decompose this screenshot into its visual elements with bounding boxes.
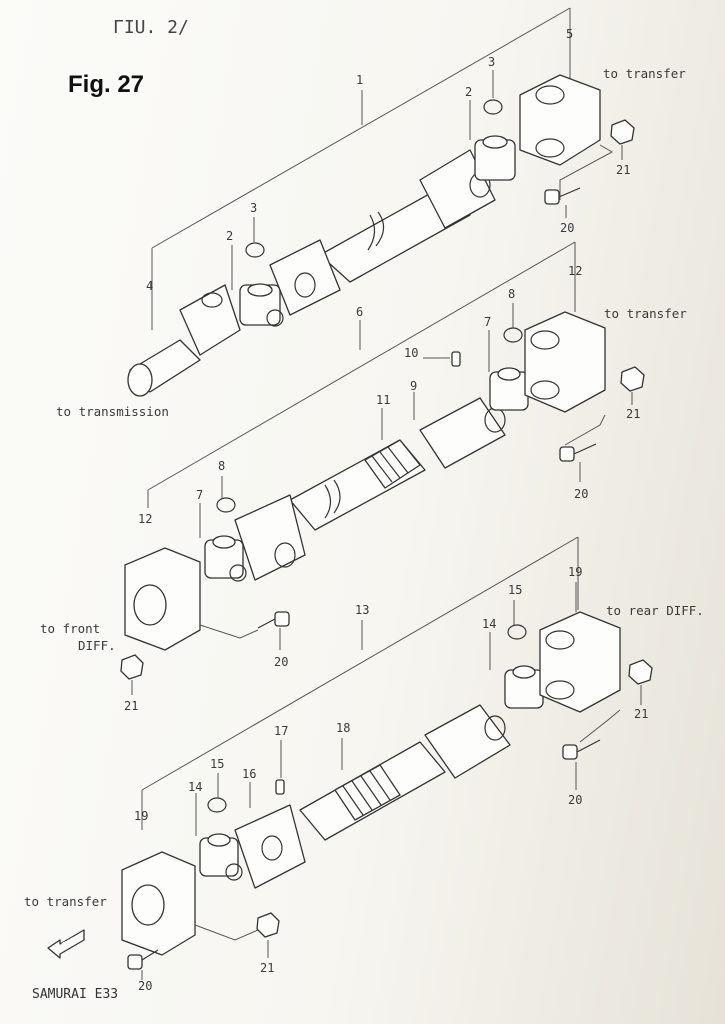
sleeve-yoke-16	[234, 804, 306, 889]
nut-21	[610, 119, 635, 145]
callout-3-left: 3	[250, 201, 257, 215]
callout-15-left: 15	[210, 757, 224, 771]
callout-21-b-left: 21	[124, 699, 138, 713]
callout-16: 16	[242, 767, 256, 781]
slip-yoke-4	[127, 284, 241, 397]
callout-18: 18	[336, 721, 350, 735]
snap-ring-3-top	[483, 99, 503, 115]
tube-yoke-right	[424, 704, 511, 779]
bolt-20-left	[257, 611, 290, 629]
note-to-front-diff-line2: DIFF.	[78, 638, 116, 653]
callout-12-right: 12	[568, 264, 582, 278]
model-code: SAMURAI E33	[32, 987, 118, 1002]
shaft-tube-1	[319, 187, 471, 283]
flange-yoke-19-right	[539, 611, 621, 713]
callout-14-right: 14	[482, 617, 496, 631]
propeller-shaft-assembly-1: 1 2 3 5 21 20 2 3 4 to transfer to trans…	[56, 7, 686, 419]
callout-20-b-right: 20	[574, 487, 588, 501]
callout-21-b: 21	[626, 407, 640, 421]
figure-label: Fig. 27	[68, 71, 144, 98]
callout-9: 9	[410, 379, 417, 393]
snap-ring-8-right	[503, 327, 523, 343]
callout-2-left: 2	[226, 229, 233, 243]
flange-yoke-12-right	[524, 311, 606, 413]
callout-2-top: 2	[465, 85, 472, 99]
callout-8-left: 8	[218, 459, 225, 473]
universal-joint-14-right	[504, 665, 544, 709]
note-to-rear-diff: to rear DIFF.	[606, 603, 704, 618]
callout-12-left: 12	[138, 512, 152, 526]
universal-joint-7-left	[204, 535, 247, 582]
callout-8-right: 8	[508, 287, 515, 301]
snap-ring-15-right	[507, 624, 527, 640]
note-to-transmission: to transmission	[56, 404, 169, 419]
callout-20-b-left: 20	[274, 655, 288, 669]
boot-11	[364, 439, 421, 489]
callout-20-c-right: 20	[568, 793, 582, 807]
callout-19-left: 19	[134, 809, 148, 823]
nut-21-c-left	[256, 912, 280, 938]
grease-nipple-10	[451, 351, 461, 367]
bolt-20-c	[562, 739, 601, 760]
propeller-shaft-assembly-2: 6 12 8 7 10 9 11 21 20 8 7 12 20 21 to t…	[40, 241, 687, 713]
welded-yoke-left	[269, 239, 341, 316]
nut-21-c	[628, 659, 653, 685]
flange-yoke-12-left	[124, 547, 201, 651]
callout-5: 5	[566, 27, 573, 41]
callout-10: 10	[404, 346, 418, 360]
universal-joint-2-right	[474, 135, 516, 181]
bolt-20	[544, 187, 581, 205]
callout-19-right: 19	[568, 565, 582, 579]
callout-6: 6	[356, 305, 363, 319]
callout-21: 21	[616, 163, 630, 177]
callout-15-right: 15	[508, 583, 522, 597]
callout-20-c-left: 20	[138, 979, 152, 993]
callout-21-c: 21	[634, 707, 648, 721]
bolt-20-b	[559, 443, 597, 462]
snap-ring-8-left	[216, 497, 236, 513]
snap-ring-15-left	[207, 797, 227, 813]
flange-yoke-5	[519, 74, 601, 166]
snap-ring-3-left	[245, 242, 265, 258]
note-to-front-diff-line1: to front	[40, 621, 100, 636]
universal-joint-2-left	[239, 283, 284, 327]
callout-14-left: 14	[188, 780, 202, 794]
nut-21-left	[120, 654, 144, 680]
universal-joint-14-left	[199, 833, 243, 881]
partial-figure-title: ГІU. 2/	[113, 17, 189, 38]
grease-nipple-17	[275, 779, 285, 795]
callout-7-right: 7	[484, 315, 491, 329]
callout-21-c-left: 21	[260, 961, 274, 975]
universal-joint-7-right	[489, 367, 529, 411]
welded-yoke-b-left	[234, 494, 306, 581]
callout-20: 20	[560, 221, 574, 235]
nut-21-b	[620, 366, 645, 392]
note-to-transfer-1: to transfer	[603, 66, 686, 81]
flange-yoke-19-left	[121, 851, 196, 956]
callout-3-top: 3	[488, 55, 495, 69]
boot-18	[334, 764, 401, 821]
callout-4: 4	[146, 279, 153, 293]
callout-7-left: 7	[196, 488, 203, 502]
bolt-20-c-left	[127, 949, 159, 970]
callout-13: 13	[355, 603, 369, 617]
callout-1: 1	[356, 73, 363, 87]
callout-11: 11	[376, 393, 390, 407]
propeller-shaft-assembly-3: 13 19 15 14 21 20 17 18 16 15 14 19 21 2…	[24, 536, 704, 993]
forward-arrow-icon: FWD	[47, 929, 85, 959]
note-to-transfer-2: to transfer	[604, 306, 687, 321]
note-to-transfer-3: to transfer	[24, 894, 107, 909]
callout-17: 17	[274, 724, 288, 738]
